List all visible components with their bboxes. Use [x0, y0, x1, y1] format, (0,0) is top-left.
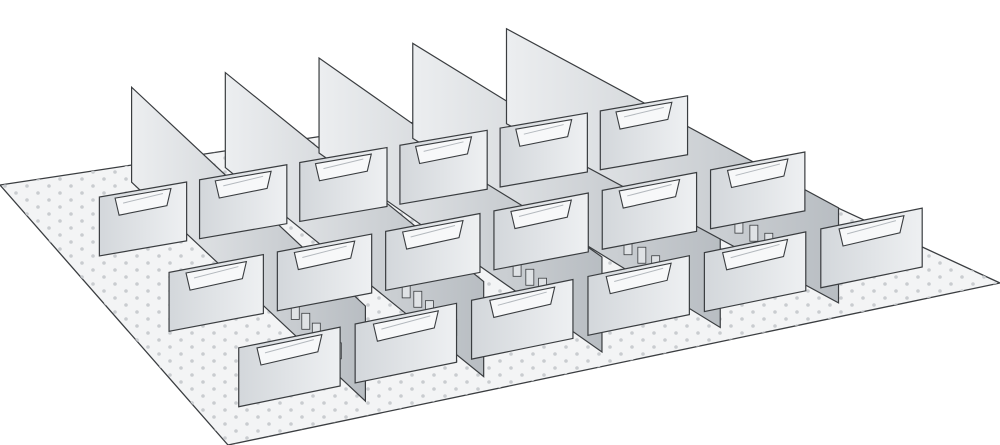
transverse-divider [399, 129, 488, 205]
transverse-divider [385, 212, 481, 292]
transverse-divider [820, 207, 923, 289]
transverse-dividers [98, 95, 923, 408]
transverse-divider [499, 112, 588, 188]
slot-notch [301, 312, 311, 330]
transverse-divider [709, 151, 806, 230]
slot-notch [637, 246, 647, 264]
slot-notch [413, 290, 423, 308]
transverse-divider [470, 278, 574, 360]
transverse-divider [198, 164, 288, 240]
transverse-divider [299, 146, 388, 223]
transverse-divider [98, 181, 188, 257]
transverse-divider [599, 95, 689, 171]
transverse-divider [238, 326, 341, 408]
transverse-divider [703, 231, 807, 313]
transverse-divider [493, 192, 589, 271]
transverse-divider [276, 233, 373, 312]
transverse-divider [601, 171, 698, 250]
slot-notch [749, 224, 759, 242]
transverse-divider [587, 254, 690, 337]
transverse-divider [354, 302, 458, 384]
slot-notch [525, 268, 535, 286]
longitudinal-dividers [130, 27, 840, 403]
transverse-divider [168, 253, 264, 333]
